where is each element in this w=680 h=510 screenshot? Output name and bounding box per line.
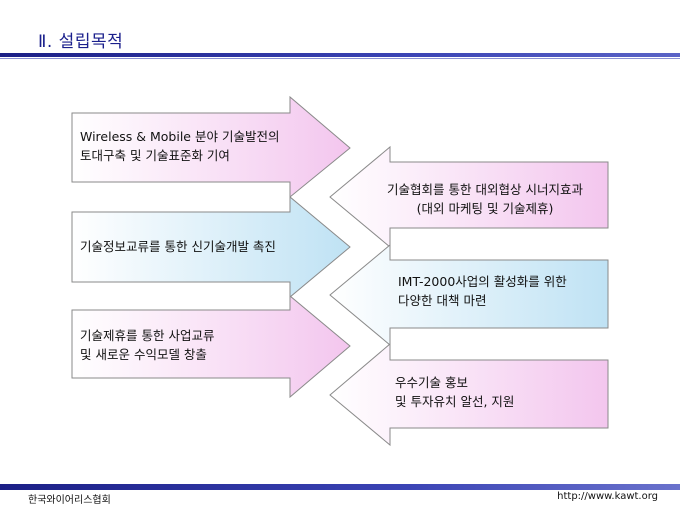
- right-arrow-2-text: IMT-2000사업의 활성화를 위한 다양한 대책 마련: [398, 272, 567, 310]
- left-arrow-2-text: 기술정보교류를 통한 신기술개발 촉진: [80, 237, 276, 256]
- right-arrow-3-shape: [329, 342, 609, 447]
- right-arrow-1-line-2: (대외 마케팅 및 기술제휴): [416, 201, 554, 216]
- title-divider: [0, 53, 680, 57]
- left-arrow-1-line-1: Wireless & Mobile 분야 기술발전의: [80, 129, 280, 144]
- left-arrow-3-line-2: 및 새로운 수익모델 창출: [80, 347, 207, 362]
- right-arrow-2-shape: [329, 243, 609, 347]
- page-title: Ⅱ. 설립목적: [38, 32, 124, 52]
- footer-divider: [0, 484, 680, 490]
- right-arrow-2-line-2: 다양한 대책 마련: [398, 293, 487, 308]
- left-arrow-1-shape: [71, 95, 351, 199]
- footer-org: 한국와이어리스협회: [28, 495, 111, 506]
- left-arrow-2-shape: [71, 195, 351, 299]
- right-arrow-1-shape: [329, 145, 609, 249]
- right-arrow-3-text: 우수기술 홍보 및 투자유치 알선, 지원: [395, 373, 514, 411]
- right-arrow-2-line-1: IMT-2000사업의 활성화를 위한: [398, 274, 567, 289]
- footer-url[interactable]: http://www.kawt.org: [557, 491, 658, 502]
- left-arrow-3-shape: [71, 294, 351, 399]
- left-arrow-1-line-2: 토대구축 및 기술표준화 기여: [80, 148, 230, 163]
- right-arrow-1-line-1: 기술협회를 통한 대외협상 시너지효과: [387, 182, 583, 197]
- left-arrow-2-line-1: 기술정보교류를 통한 신기술개발 촉진: [80, 239, 276, 254]
- title-divider-thin: [0, 58, 680, 59]
- right-arrow-3-line-1: 우수기술 홍보: [395, 375, 468, 390]
- right-arrow-3-line-2: 및 투자유치 알선, 지원: [395, 394, 515, 409]
- left-arrow-3-text: 기술제휴를 통한 사업교류 및 새로운 수익모델 창출: [80, 326, 214, 364]
- left-arrow-3-line-1: 기술제휴를 통한 사업교류: [80, 328, 215, 343]
- right-arrow-1-text: 기술협회를 통한 대외협상 시너지효과 (대외 마케팅 및 기술제휴): [370, 180, 600, 218]
- left-arrow-1-text: Wireless & Mobile 분야 기술발전의 토대구축 및 기술표준화 …: [80, 127, 279, 165]
